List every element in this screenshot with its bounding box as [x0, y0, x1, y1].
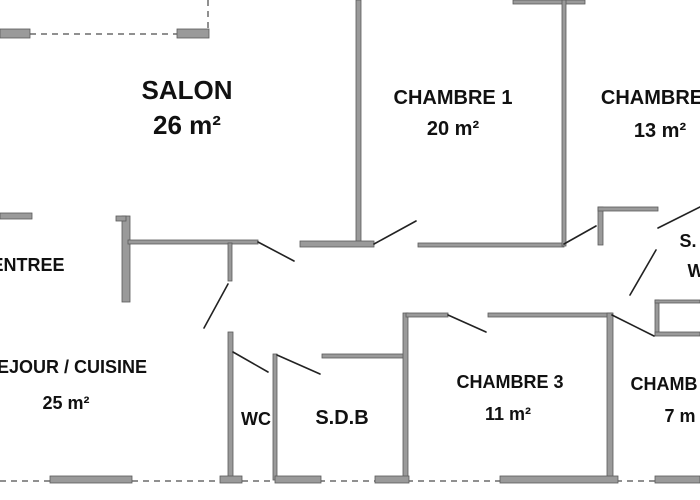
wall-sdbwc-right — [654, 299, 660, 336]
wall-bottom-6 — [654, 475, 700, 484]
room-area-sejour: 25 m² — [42, 393, 90, 413]
door-chambre1 — [373, 220, 417, 245]
wall-corridor-top — [417, 242, 565, 248]
wall-entree-stub — [115, 215, 127, 222]
wall-corridor-left-top — [127, 239, 259, 245]
door-chambre4 — [611, 314, 655, 337]
wall-chambre1-left — [355, 0, 362, 247]
wall-sdbwc-left-upper — [597, 206, 604, 246]
wall-chambre3-right — [606, 312, 614, 481]
room-label-sdbwc: S. — [679, 231, 697, 251]
room-label-salon: SALON — [141, 75, 233, 105]
wall-sdbwc-top-small — [654, 299, 700, 304]
wall-chambre1-bottom-left — [299, 240, 375, 248]
room-label-chambre1: CHAMBRE 1 — [393, 87, 513, 109]
wall-top-mid — [176, 28, 210, 39]
wall-wc-right — [272, 353, 278, 481]
wall-sdbwc-bottom — [654, 331, 700, 337]
wall-corridor-drop — [227, 242, 233, 282]
door-chambre2 — [563, 225, 597, 245]
wall-bottom-5 — [499, 475, 619, 484]
wall-chambre2-left — [561, 0, 567, 247]
room-label-chambre3: CHAMBRE 3 — [456, 372, 564, 392]
door-chambre3 — [447, 314, 487, 333]
wall-sdb-top — [321, 353, 407, 359]
wall-chambre3-top — [405, 312, 449, 318]
wall-top-right — [512, 0, 586, 5]
room-label-sejour: SEJOUR / CUISINE — [0, 357, 148, 377]
wall-entree-right — [121, 215, 131, 303]
door-corridor-left — [257, 241, 295, 262]
room-label-entree: ENTREE — [0, 255, 65, 275]
room-area-chambre1: 20 m² — [426, 118, 480, 140]
room-area-chambre2: 13 m² — [633, 120, 687, 142]
room-label-sdbwc-sub: W — [687, 261, 700, 281]
room-label-chambre2: CHAMBRE — [600, 87, 700, 109]
wall-sdbwc-top — [597, 206, 659, 212]
wall-chambre3-left — [402, 312, 409, 481]
door-sdbwc — [629, 249, 657, 296]
door-sdb — [276, 354, 321, 375]
wall-salon-bottom — [0, 212, 33, 220]
wall-top-left — [0, 28, 31, 39]
wall-wc-left — [227, 331, 234, 481]
room-label-sdb: S.D.B — [315, 407, 369, 429]
room-label-wc: WC — [241, 409, 271, 429]
room-area-chambre4: 7 m — [664, 406, 696, 426]
door-sdbwc-upper — [657, 206, 700, 229]
wall-chambre3-top-right — [487, 312, 613, 318]
room-label-chambre4: CHAMB — [630, 374, 698, 394]
door-sejour — [203, 283, 229, 329]
room-area-chambre3: 11 m² — [484, 404, 532, 424]
wall-bottom-1 — [49, 475, 133, 484]
wall-bottom-3 — [274, 475, 322, 484]
door-wc — [232, 351, 269, 373]
wall-bottom-2 — [219, 475, 243, 484]
wall-bottom-4 — [374, 475, 410, 484]
room-area-salon: 26 m² — [153, 110, 221, 140]
